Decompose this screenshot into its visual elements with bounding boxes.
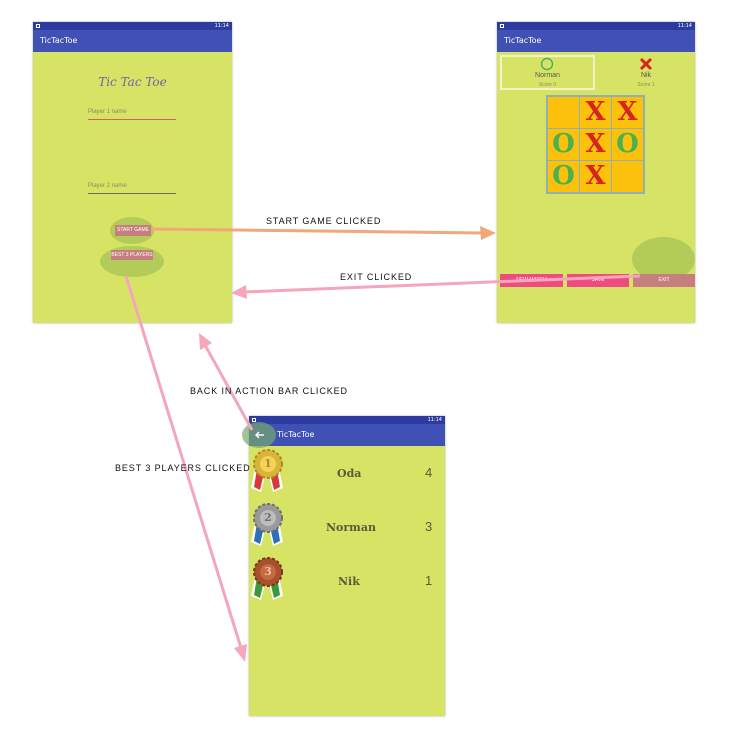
player1-underline [88, 119, 176, 120]
status-time: 11:14 [677, 23, 692, 29]
arrow-left-icon[interactable] [254, 430, 266, 440]
rank-3-number: 3 [264, 565, 272, 578]
circle-icon [540, 57, 554, 71]
player2-score: Score 1 [637, 82, 655, 88]
start-game-button[interactable]: START GAME [115, 225, 151, 236]
best-players-label: BEST 3 PLAYERS CLICKED [115, 463, 251, 473]
player1-panel [500, 55, 595, 90]
cross-icon [639, 57, 653, 71]
board-cell-1-0[interactable]: O [548, 129, 579, 160]
status-time: 11:14 [427, 417, 442, 423]
silver-medal-icon [251, 503, 283, 546]
back-arrow [199, 333, 254, 431]
player2-name-input[interactable]: Player 2 name [88, 183, 127, 189]
exit-button-highlight [632, 237, 695, 281]
best-players-button[interactable]: BEST 3 PLAYERS [111, 250, 153, 260]
board-cell-2-0[interactable]: O [548, 161, 579, 192]
app-bar: TicTacToe [249, 424, 445, 446]
status-bar: 11:14 [497, 22, 695, 30]
exit-button[interactable]: EXIT [633, 274, 695, 287]
status-bar: 11:14 [33, 22, 232, 30]
rank-3-name: Nik [338, 575, 360, 588]
player2-underline [88, 193, 176, 194]
notification-icon [36, 24, 40, 28]
player1-name: Norman [535, 72, 560, 79]
exit-label: EXIT CLICKED [340, 272, 413, 282]
rank-3-score: 1 [425, 573, 433, 588]
player2-name: Nik [640, 72, 652, 79]
main-screen: 11:14 TicTacToe Tic Tac Toe Player 1 nam… [33, 22, 232, 323]
board-cell-1-1[interactable]: X [580, 129, 611, 160]
board-cell-2-1[interactable]: X [580, 161, 611, 192]
player1-name-input[interactable]: Player 1 name [88, 109, 127, 115]
bronze-medal-icon [251, 557, 283, 600]
back-label: BACK IN ACTION BAR CLICKED [190, 386, 348, 396]
status-bar: 11:14 [249, 416, 445, 424]
rank-1-name: Oda [337, 467, 362, 480]
start-game-label: START GAME CLICKED [266, 216, 382, 226]
gold-medal-icon [251, 449, 283, 492]
rank-1-number: 1 [264, 457, 272, 470]
rank-2-number: 2 [264, 511, 272, 524]
board-cell-0-1[interactable]: X [580, 97, 611, 128]
start-game-arrow [151, 226, 496, 240]
board-cell-0-0[interactable] [548, 97, 579, 128]
status-time: 11:14 [214, 23, 229, 29]
app-bar-title: TicTacToe [497, 30, 695, 52]
board-cell-2-2[interactable] [612, 161, 643, 192]
rank-1-score: 4 [425, 465, 433, 480]
exit-arrow [231, 274, 641, 299]
app-bar-title: TicTacToe [33, 30, 232, 52]
rank-2-score: 3 [425, 519, 433, 534]
best-players-arrow [124, 275, 247, 662]
board-cell-1-2[interactable]: O [612, 129, 643, 160]
rank-2-name: Norman [326, 521, 376, 534]
notification-icon [252, 418, 256, 422]
game-title: Tic Tac Toe [98, 75, 167, 89]
player1-score: Score 0 [538, 82, 557, 88]
leaderboard-screen: 11:14 TicTacToe 1 Oda 4 2 Norman 3 3 Nik… [249, 416, 445, 716]
board-cell-0-2[interactable]: X [612, 97, 643, 128]
app-bar-title: TicTacToe [277, 430, 315, 439]
notification-icon [500, 24, 504, 28]
